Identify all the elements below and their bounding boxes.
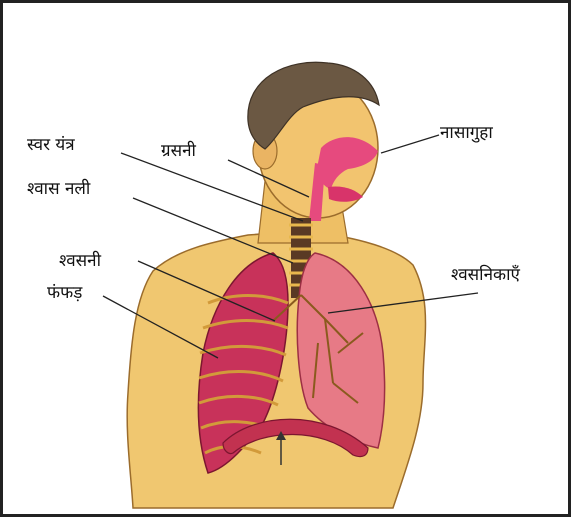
label-larynx: स्वर यंत्र — [27, 135, 75, 155]
label-nasal-cavity: नासागुहा — [440, 123, 493, 143]
label-bronchi: श्वसनी — [59, 251, 101, 271]
label-trachea: श्वास नली — [27, 179, 90, 199]
label-pharynx: ग्रसनी — [161, 141, 196, 161]
label-bronchioles: श्वसनिकाएँ — [451, 265, 520, 285]
label-lungs: फंफड़ — [47, 283, 82, 303]
